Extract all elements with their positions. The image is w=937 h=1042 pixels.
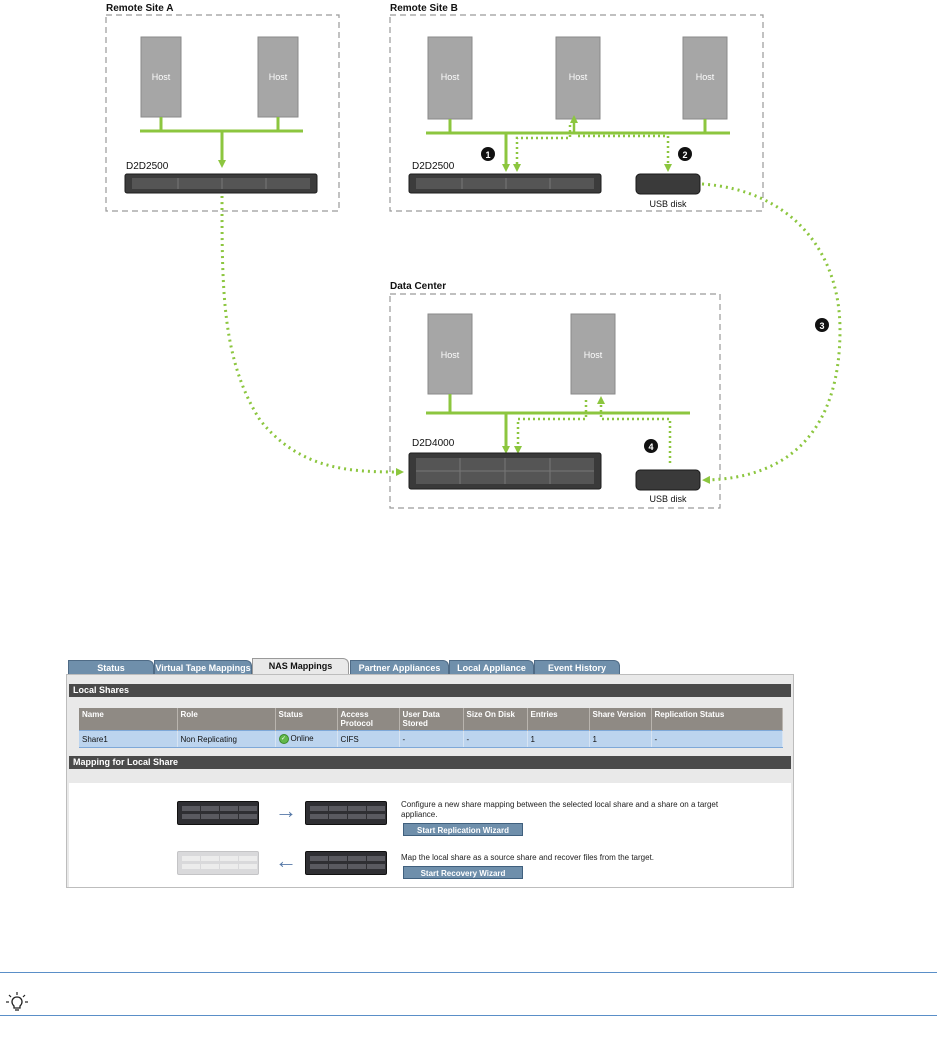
lightbulb-icon <box>6 992 28 1011</box>
arrow-right-icon: → <box>275 798 297 823</box>
appliance-a-label: D2D2500 <box>126 161 169 172</box>
usb-disk-dc-label: USB disk <box>649 494 687 504</box>
tab-panel: Local Shares Name Role Status Access Pro… <box>66 674 794 888</box>
local-backup-path-b <box>513 125 672 172</box>
col-access-protocol[interactable]: Access Protocol <box>337 708 400 731</box>
col-role[interactable]: Role <box>177 708 276 731</box>
replication-path-a-to-dc <box>220 195 404 476</box>
host-b2: Host <box>555 36 601 120</box>
local-appliance-icon <box>177 801 259 825</box>
start-recovery-wizard-button[interactable]: Start Recovery Wizard <box>403 866 523 879</box>
col-status[interactable]: Status <box>275 708 338 731</box>
cell-entries: 1 <box>527 730 590 748</box>
cell-size-on-disk: - <box>463 730 528 748</box>
col-user-data-stored[interactable]: User Data Stored <box>399 708 464 731</box>
local-shares-heading: Local Shares <box>69 684 791 697</box>
usb-disk-b <box>635 173 701 195</box>
appliance-a <box>124 173 318 194</box>
callout-1: 1 <box>481 147 495 161</box>
callout-4: 4 <box>644 439 658 453</box>
svg-text:Host: Host <box>696 72 715 82</box>
data-center-box <box>389 293 721 509</box>
online-check-icon: ✓ <box>278 734 289 744</box>
network-b <box>426 119 730 172</box>
col-replication-status[interactable]: Replication Status <box>651 708 783 731</box>
appliance-b <box>408 173 602 194</box>
tab-nas-mappings[interactable]: NAS Mappings <box>252 658 349 675</box>
col-size-on-disk[interactable]: Size On Disk <box>463 708 528 731</box>
cell-user-data-stored: - <box>399 730 464 748</box>
appliance-dc <box>408 452 602 490</box>
host-dc2: Host <box>570 313 616 395</box>
svg-text:Host: Host <box>441 72 460 82</box>
faded-appliance-icon <box>177 851 259 875</box>
network-dc <box>426 394 690 454</box>
svg-text:Host: Host <box>269 72 288 82</box>
host-b1: Host <box>427 36 473 120</box>
usb-disk-b-label: USB disk <box>649 199 687 209</box>
tab-status[interactable]: Status <box>68 660 154 674</box>
appliance-b-label: D2D2500 <box>412 161 455 172</box>
tab-bar: Status Virtual Tape Mappings NAS Mapping… <box>66 658 794 675</box>
remote-site-a-title: Remote Site A <box>106 3 173 14</box>
tab-local-appliance[interactable]: Local Appliance <box>449 660 534 674</box>
mapping-area: → Configure a new share mapping between … <box>69 783 791 887</box>
host-b3: Host <box>682 36 728 120</box>
cell-status: ✓Online <box>275 730 338 748</box>
status-text: Online <box>290 734 314 744</box>
replication-diagram: Remote Site A Remote Site B Data Center … <box>105 3 842 509</box>
data-center-title: Data Center <box>390 281 446 292</box>
cell-access-protocol: CIFS <box>337 730 400 748</box>
host-a1: Host <box>140 36 182 118</box>
svg-text:1: 1 <box>485 150 490 160</box>
appliance-dc-label: D2D4000 <box>412 438 455 449</box>
svg-text:Host: Host <box>152 72 171 82</box>
tip-top-rule <box>0 972 937 973</box>
col-entries[interactable]: Entries <box>527 708 590 731</box>
remote-site-b-title: Remote Site B <box>390 3 458 14</box>
svg-text:Host: Host <box>569 72 588 82</box>
cell-name: Share1 <box>79 730 178 748</box>
host-dc1: Host <box>427 313 473 395</box>
recovery-path-dc <box>514 396 672 463</box>
table-header-row: Name Role Status Access Protocol User Da… <box>79 708 783 731</box>
network-a <box>140 117 303 168</box>
svg-text:2: 2 <box>682 150 687 160</box>
arrow-left-icon: ← <box>275 848 297 873</box>
remote-site-b-box <box>389 14 764 212</box>
svg-text:Host: Host <box>584 350 603 360</box>
cell-replication-status: - <box>651 730 783 748</box>
cell-role: Non Replicating <box>177 730 276 748</box>
host-a2: Host <box>257 36 299 118</box>
svg-text:4: 4 <box>648 442 653 452</box>
tab-partner-appliances[interactable]: Partner Appliances <box>350 660 449 674</box>
col-name[interactable]: Name <box>79 708 178 731</box>
target-appliance-icon <box>305 801 387 825</box>
usb-transport-path <box>701 182 842 484</box>
usb-disk-dc <box>635 469 701 491</box>
svg-text:3: 3 <box>819 321 824 331</box>
mapping-heading: Mapping for Local Share <box>69 756 791 769</box>
col-share-version[interactable]: Share Version <box>589 708 652 731</box>
callout-3: 3 <box>815 318 829 332</box>
cell-share-version: 1 <box>589 730 652 748</box>
tab-virtual-tape-mappings[interactable]: Virtual Tape Mappings <box>154 660 252 674</box>
source-appliance-icon <box>305 851 387 875</box>
local-shares-table: Name Role Status Access Protocol User Da… <box>79 708 783 748</box>
tab-event-history[interactable]: Event History <box>534 660 620 674</box>
svg-text:Host: Host <box>441 350 460 360</box>
recovery-description: Map the local share as a source share an… <box>401 853 655 862</box>
remote-site-a-box <box>105 14 340 212</box>
nas-mappings-screenshot: Status Virtual Tape Mappings NAS Mapping… <box>66 658 794 888</box>
tip-bottom-rule <box>0 1015 937 1016</box>
table-row[interactable]: Share1 Non Replicating ✓Online CIFS - - … <box>79 730 783 748</box>
replication-description: Configure a new share mapping between th… <box>401 800 719 819</box>
callout-2: 2 <box>678 147 692 161</box>
start-replication-wizard-button[interactable]: Start Replication Wizard <box>403 823 523 836</box>
